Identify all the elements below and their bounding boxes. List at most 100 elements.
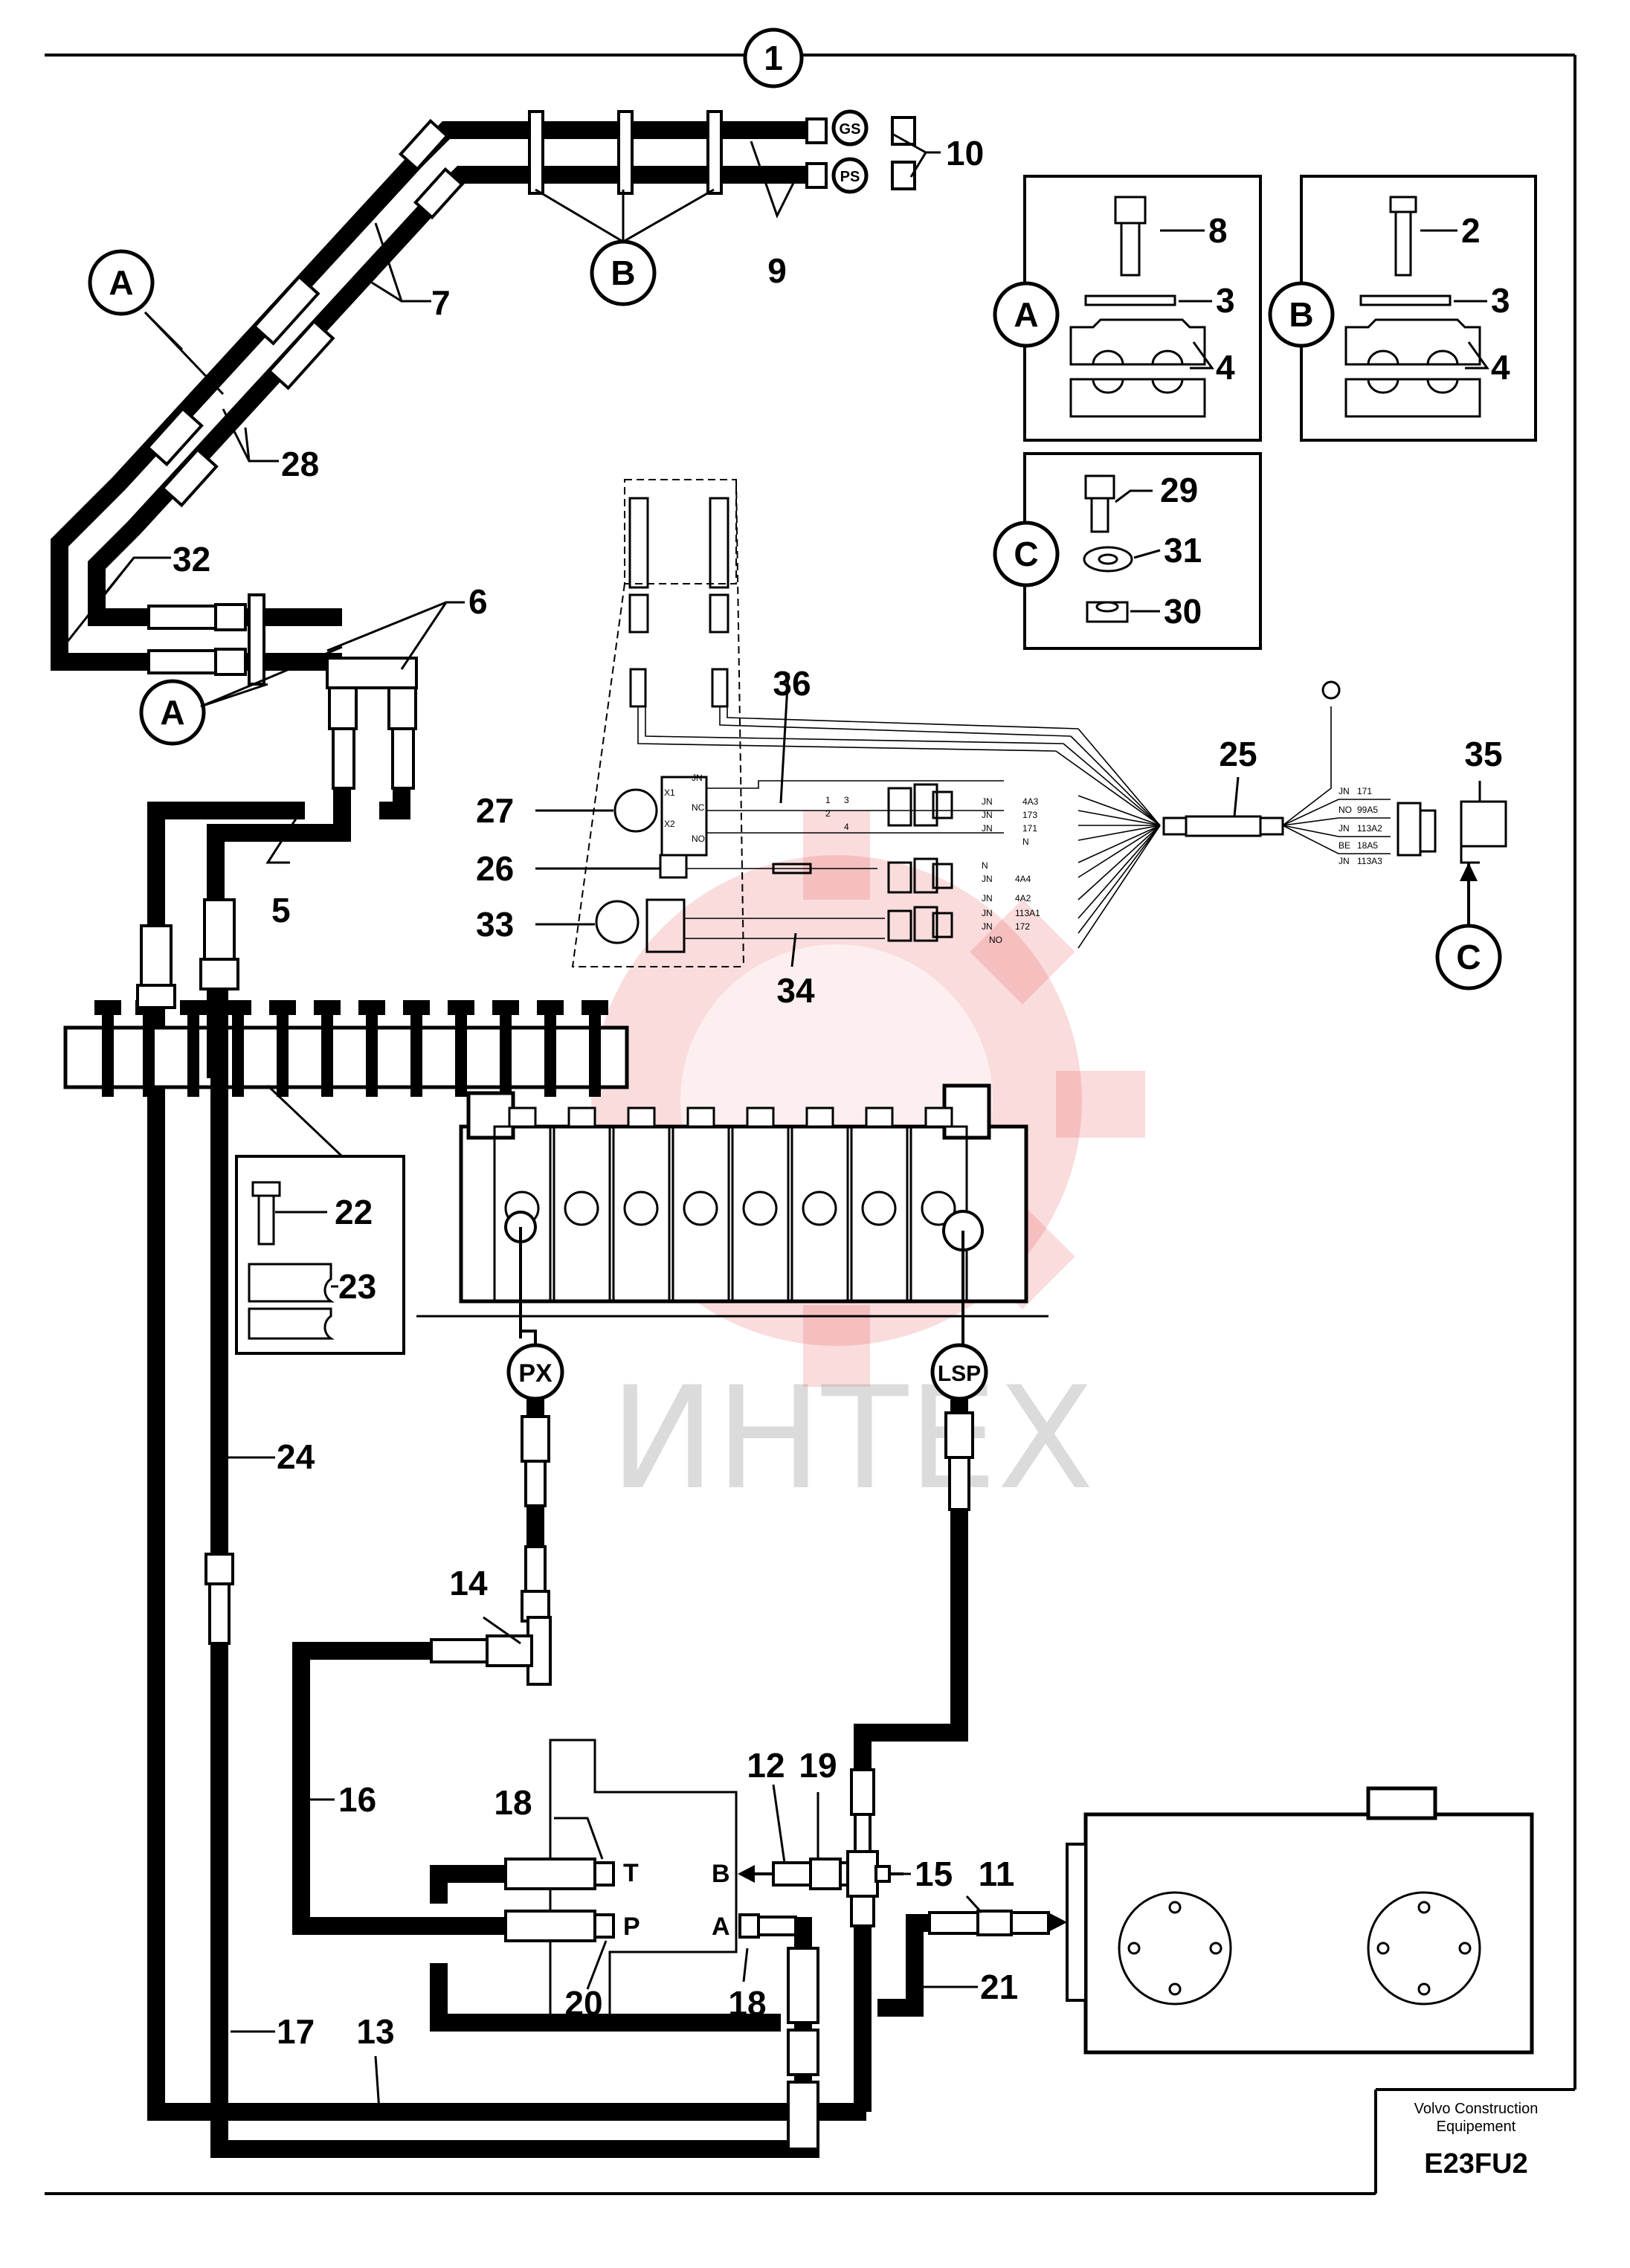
pilot-lines [519,1330,974,1770]
clamp-bolt-shank [455,1015,467,1097]
part-35: 35 [1464,735,1502,773]
part-33: 33 [476,905,514,944]
clamp-bolt-head [225,1000,251,1015]
main-callout: 1 [743,28,804,88]
part-25: 25 [1219,735,1257,773]
valve-section-cap [627,1106,656,1128]
svg-text:NC: NC [692,802,705,813]
svg-text:GS: GS [840,121,861,138]
svg-text:4A4: 4A4 [1015,874,1031,884]
part-12: 12 [747,1746,785,1785]
valve-spool-port [802,1191,837,1226]
svg-text:B: B [712,1860,730,1888]
part-23: 23 [338,1267,376,1306]
clamp-bolt-head [180,1000,207,1015]
clamp-bolt-shank [544,1015,556,1097]
svg-text:173: 173 [1022,810,1037,820]
valve-section-cap [508,1106,537,1128]
leader-lines [62,132,1489,2111]
part-22: 22 [335,1193,373,1231]
clamp-bolt-head [269,1000,296,1015]
part-14: 14 [449,1564,488,1602]
diverter-valve [430,1739,903,2151]
svg-text:A: A [1014,295,1038,334]
svg-text:171: 171 [1022,823,1037,834]
part-19: 19 [799,1746,837,1785]
part-3b: 3 [1491,281,1510,320]
part-26: 26 [476,849,514,888]
svg-text:X1: X1 [664,787,675,798]
part-17: 17 [277,2012,315,2051]
clamp-bolt-shank [143,1015,155,1097]
clamp-bolt-head [403,1000,430,1015]
valve-section-cap [805,1106,834,1128]
svg-text:113A3: 113A3 [1357,856,1382,866]
part-21: 21 [980,1968,1018,2006]
control-valve [416,1083,1048,1338]
svg-text:T: T [623,1859,639,1887]
svg-text:JN: JN [982,810,993,820]
footer-company-line2: Equipement [1437,2119,1516,2135]
clamp-bolt-shank [410,1015,422,1097]
part-30: 30 [1164,592,1202,631]
valve-spool-port [861,1191,897,1226]
svg-text:P: P [623,1913,640,1941]
valve-section-cap [924,1106,953,1128]
footer-block: Volvo Construction Equipement E23FU2 [1414,2101,1539,2180]
clamp-bolt-head [314,1000,341,1015]
clamp-bolt-head [537,1000,564,1015]
part-20: 20 [564,1984,602,2023]
svg-text:C: C [1014,535,1038,573]
part-15: 15 [915,1855,953,1893]
part-numbers: 10 9 7 28 32 6 5 8 3 4 2 3 4 29 31 30 36… [173,134,1510,2051]
wire-labels: JN NC NO X1 X2 JN 4A3 JN 173 JN 171 N N … [664,773,1382,945]
svg-text:A: A [160,693,184,732]
svg-text:1: 1 [825,795,831,805]
svg-text:X2: X2 [664,819,675,829]
svg-text:113A2: 113A2 [1357,823,1382,834]
svg-text:171: 171 [1357,786,1372,796]
svg-text:99A5: 99A5 [1357,805,1378,815]
part-27: 27 [476,791,514,830]
electrical-schematic [571,479,1507,967]
valve-spool-port [921,1191,956,1226]
svg-text:JN: JN [982,893,993,903]
svg-text:JN: JN [1339,856,1350,866]
svg-text:113A1: 113A1 [1015,908,1040,918]
svg-text:C: C [1456,938,1481,976]
svg-text:LSP: LSP [938,1362,981,1386]
valve-spool-port [623,1191,659,1226]
clamp-bolt-head [358,1000,385,1015]
part-2: 2 [1461,211,1481,250]
clamp-bolt-shank [321,1015,333,1097]
part-29: 29 [1160,471,1198,509]
part-4a: 4 [1216,348,1235,387]
part-7: 7 [431,283,451,322]
watermark-text: ИНТЕХ [610,1356,1094,1521]
svg-text:JN: JN [1339,786,1350,796]
svg-text:N: N [982,860,988,871]
svg-text:NO: NO [1339,805,1352,815]
svg-text:4: 4 [844,822,849,832]
svg-text:PS: PS [840,169,860,185]
part-4b: 4 [1491,348,1510,387]
footer-code: E23FU2 [1424,2148,1527,2180]
footer-company: Volvo Construction [1414,2101,1539,2117]
svg-text:172: 172 [1015,921,1030,932]
svg-text:JN: JN [982,908,993,918]
page-frame [45,54,1576,2195]
detail-box-c [1023,452,1262,650]
detail-box-clamp [235,1084,405,1355]
part-18b: 18 [728,1984,766,2023]
port-bubbles: GS PS PX LSP T P B A [506,109,988,1941]
part-16: 16 [338,1780,376,1819]
svg-text:BE: BE [1339,840,1350,851]
svg-text:B: B [1289,295,1313,334]
svg-text:B: B [611,254,635,292]
clamp-bolt-head [492,1000,519,1015]
svg-text:JN: JN [982,874,993,884]
valve-section-cap [567,1106,596,1128]
svg-text:JN: JN [982,796,993,807]
svg-text:1: 1 [764,39,783,77]
